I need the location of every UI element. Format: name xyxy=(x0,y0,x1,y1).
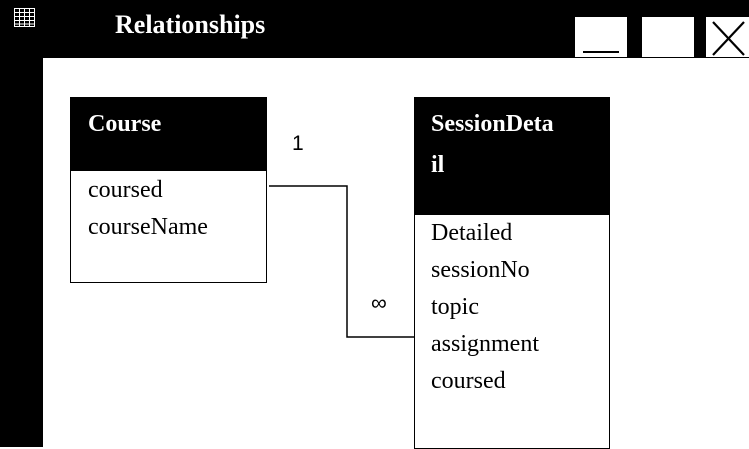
field-detailed[interactable]: Detailed xyxy=(431,220,513,246)
relationship-line[interactable] xyxy=(269,185,414,338)
sessiondetail-table-header[interactable]: SessionDeta il xyxy=(415,98,609,215)
cardinality-many-label: ∞ xyxy=(371,290,387,315)
cardinality-one-label: 1 xyxy=(292,132,304,155)
minimize-icon xyxy=(583,51,619,53)
course-table-box[interactable]: Course coursed courseName xyxy=(70,97,267,283)
sessiondetail-table-name-line2: il xyxy=(431,152,445,178)
minimize-button[interactable] xyxy=(575,17,627,57)
title-bar[interactable]: Relationships xyxy=(0,0,749,58)
sessiondetail-table-name-line1: SessionDeta xyxy=(431,111,554,137)
course-field-list: coursed courseName xyxy=(71,171,266,246)
course-table-header[interactable]: Course xyxy=(71,98,266,171)
field-topic[interactable]: topic xyxy=(431,294,479,320)
close-icon xyxy=(712,21,745,56)
maximize-button[interactable] xyxy=(642,17,694,57)
window-left-border xyxy=(0,0,43,447)
field-coursed[interactable]: coursed xyxy=(88,177,163,203)
window-title: Relationships xyxy=(115,10,266,39)
close-button[interactable] xyxy=(706,17,749,57)
field-coursed-fk[interactable]: coursed xyxy=(431,368,506,394)
sessiondetail-table-box[interactable]: SessionDeta il Detailed sessionNo topic … xyxy=(414,97,610,449)
field-sessionNo[interactable]: sessionNo xyxy=(431,257,530,283)
field-courseName[interactable]: courseName xyxy=(88,214,208,240)
field-assignment[interactable]: assignment xyxy=(431,331,539,357)
course-table-name: Course xyxy=(88,111,162,137)
sessiondetail-field-list: Detailed sessionNo topic assignment cour… xyxy=(415,215,609,400)
datasheet-icon xyxy=(14,8,35,27)
